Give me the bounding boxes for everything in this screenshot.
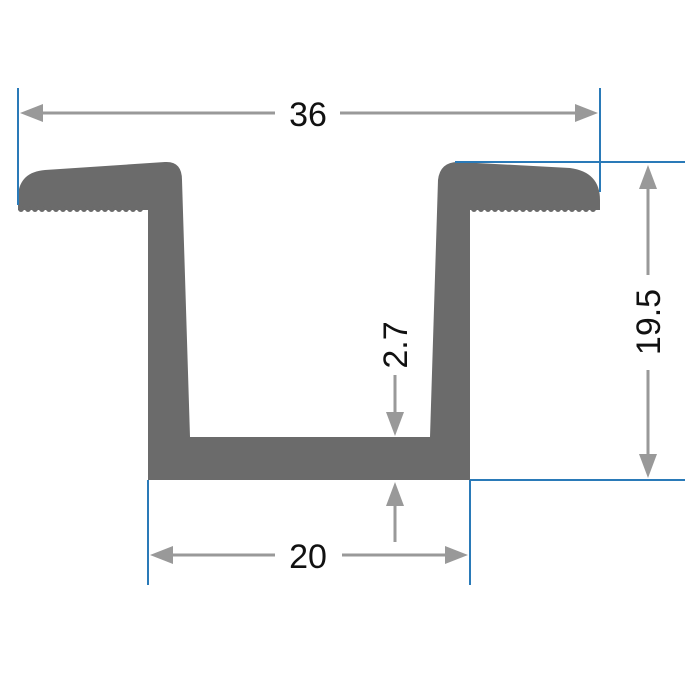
dimension-base-thickness: 2.7 bbox=[377, 321, 415, 542]
dimension-height: 19.5 bbox=[630, 165, 668, 478]
height-label: 19.5 bbox=[630, 289, 668, 355]
overall-width-label: 36 bbox=[289, 96, 327, 134]
channel-width-label: 20 bbox=[289, 538, 327, 576]
base-thickness-label: 2.7 bbox=[377, 321, 415, 368]
channel-profile bbox=[18, 161, 600, 480]
dimension-channel-width: 20 bbox=[150, 538, 468, 576]
dimension-overall-width: 36 bbox=[20, 96, 598, 134]
